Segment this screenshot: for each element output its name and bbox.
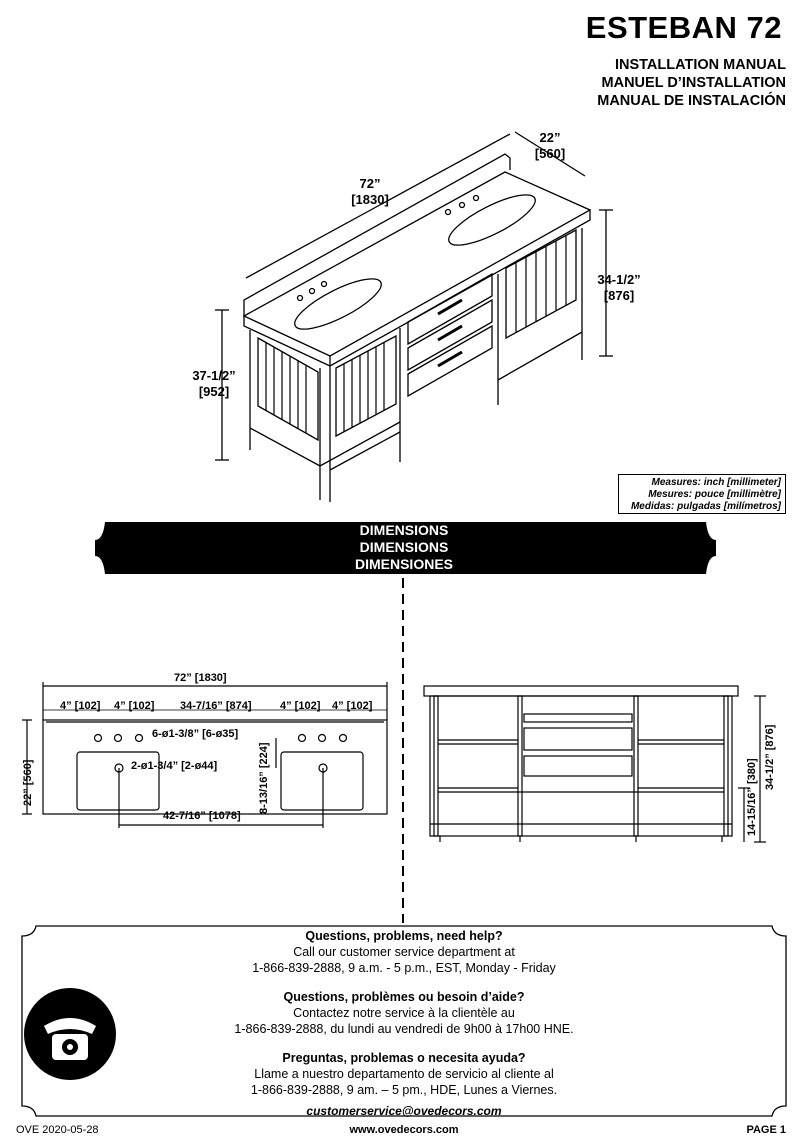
help-box-frame (21, 925, 787, 1117)
top-dim-1: 4” [102] (60, 700, 101, 712)
help-text-block: Questions, problems, need help? Call our… (200, 928, 608, 1098)
document-code: OVE 2020-05-28 (16, 1124, 99, 1136)
top-dim-4: 4” [102] (280, 700, 321, 712)
legend-line-es: Medidas: pulgadas [milímetros] (630, 501, 781, 512)
website-link[interactable]: www.ovedecors.com (349, 1124, 459, 1136)
legend-line-en: Measures: inch [millimeter] (651, 477, 781, 488)
iso-depth-label: 22” [560] (520, 130, 580, 162)
front-height-label: 34-1/2” [876] (764, 724, 776, 790)
vanity-isometric-drawing (215, 131, 613, 502)
help-line-fr-1: Contactez notre service à la clientèle a… (293, 1006, 515, 1020)
iso-width-in: 72” (359, 176, 381, 191)
top-dim-3: 34-7/16” [874] (180, 700, 252, 712)
help-title-en: Questions, problems, need help? (305, 929, 503, 943)
manual-title: ESTEBAN 72 (585, 10, 782, 45)
page-number: PAGE 1 (746, 1124, 786, 1136)
banner-line-en: DIMENSIONS (359, 522, 449, 538)
top-view-drawing (22, 682, 388, 828)
help-line-en-1: Call our customer service department at (293, 945, 515, 959)
top-dim-2: 4” [102] (114, 700, 155, 712)
dimensions-banner (95, 522, 716, 574)
subtitle-fr: MANUEL D’INSTALLATION (601, 75, 786, 91)
measures-legend: Measures: inch [millimeter] Mesures: pou… (618, 474, 786, 514)
top-dim-5: 4” [102] (332, 700, 373, 712)
help-line-fr-2: 1-866-839-2888, du lundi au vendredi de … (234, 1022, 574, 1036)
iso-depth-in: 22” (539, 130, 561, 145)
subtitle-en: INSTALLATION MANUAL (614, 57, 786, 73)
legend-line-fr: Mesures: pouce [millimètre] (648, 489, 781, 500)
drain-offset-label: 8-13/16” [224] (258, 742, 270, 814)
help-line-es-1: Llame a nuestro departamento de servicio… (254, 1067, 554, 1081)
iso-height-in: 37-1/2” (192, 368, 236, 383)
top-overall-width: 72” [1830] (174, 672, 227, 684)
iso-height-label: 37-1/2” [952] (176, 368, 252, 400)
banner-line-es: DIMENSIONES (354, 556, 453, 572)
iso-cabinet-height-label: 34-1/2” [876] (586, 272, 652, 304)
help-line-en-2: 1-866-839-2888, 9 a.m. - 5 p.m., EST, Mo… (252, 961, 556, 975)
iso-width-label: 72” [1830] (330, 176, 410, 208)
subtitle-es: MANUAL DE INSTALACIÓN (597, 93, 786, 109)
drain-center-distance: 42-7/16” [1078] (163, 810, 241, 822)
front-shelf-label: 14-15/16” [380] (746, 758, 758, 836)
iso-height-mm: [952] (198, 384, 230, 399)
iso-cabinet-height-in: 34-1/2” (597, 272, 641, 287)
drain-holes-label: 2-ø1-3/4” [2-ø44] (131, 760, 218, 772)
banner-text: DIMENSIONS DIMENSIONS DIMENSIONES (300, 522, 508, 573)
dashed-divider (402, 578, 404, 923)
faucet-holes-label: 6-ø1-3/8” [6-ø35] (152, 728, 239, 740)
banner-line-fr: DIMENSIONS (359, 539, 449, 555)
help-line-es-2: 1-866-839-2888, 9 am. – 5 pm., HDE, Lune… (250, 1083, 558, 1097)
help-title-fr: Questions, problèmes ou besoin d’aide? (283, 990, 525, 1004)
phone-icon (24, 988, 116, 1080)
iso-cabinet-height-mm: [876] (603, 288, 635, 303)
iso-depth-mm: [560] (534, 146, 566, 161)
iso-width-mm: [1830] (351, 192, 389, 207)
support-email-link[interactable]: customerservice@ovedecors.com (306, 1104, 502, 1118)
top-depth-label: 22” [560] (22, 759, 34, 806)
help-title-es: Preguntas, problemas o necesita ayuda? (282, 1051, 526, 1065)
front-view-drawing (423, 685, 766, 843)
